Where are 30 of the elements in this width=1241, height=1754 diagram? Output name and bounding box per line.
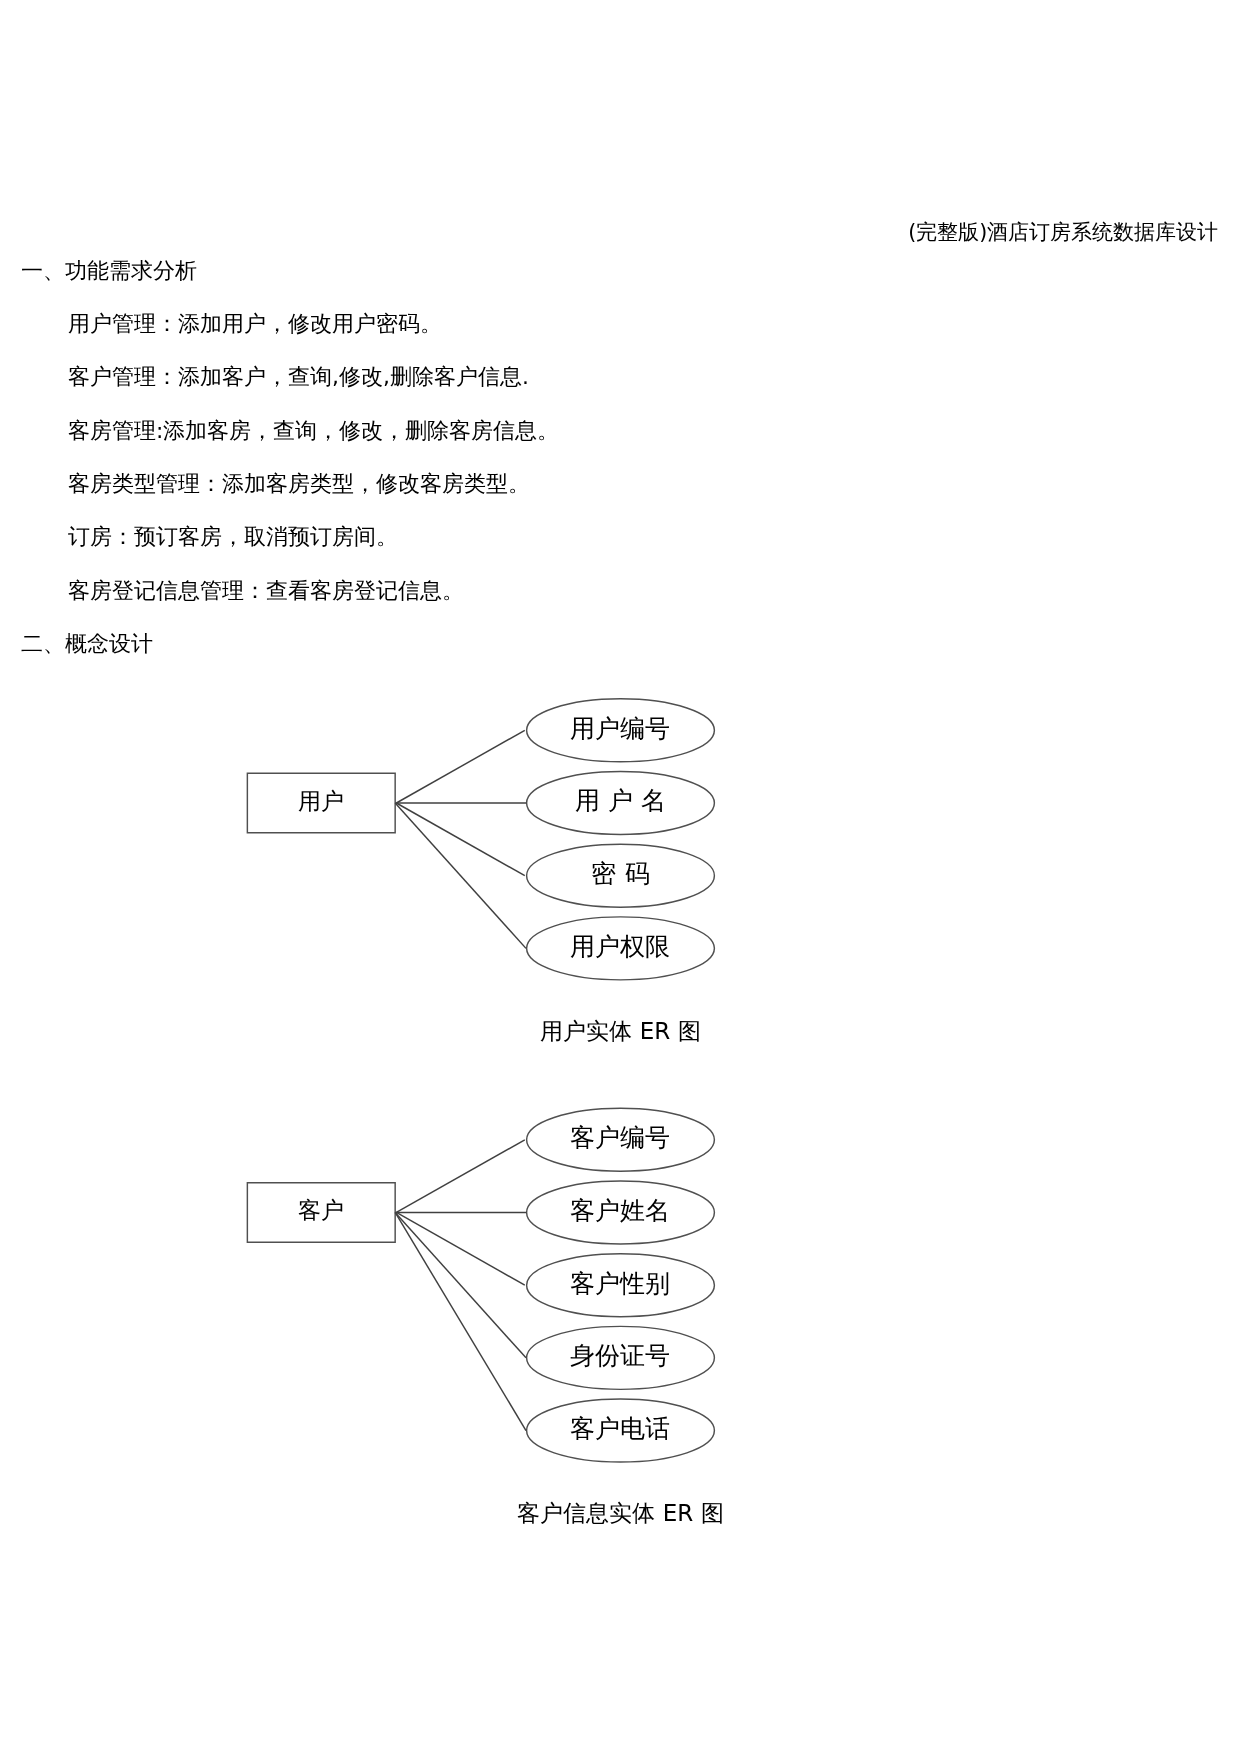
node-ellipse: 密 码: [525, 842, 716, 908]
connector: [395, 801, 526, 876]
label: 客房登记信息管理：查看客房登记信息。: [68, 577, 465, 603]
label: 用户管理：添加用户，修改用户密码。: [68, 310, 443, 336]
connector: [395, 729, 526, 804]
node-ellipse: 客户性别: [525, 1252, 716, 1317]
node-ellipse: 用户权限: [525, 915, 716, 981]
connector: [394, 1211, 527, 1431]
label: 客户管理：添加客户，查询,修改,删除客户信息.: [68, 363, 529, 389]
connector: [394, 801, 527, 949]
label: 客房管理:添加客房，查询，修改，删除客房信息。: [68, 417, 560, 443]
label: 二、概念设计: [20, 630, 153, 656]
connector: [395, 1211, 526, 1286]
connector: [395, 1138, 526, 1213]
connector: [394, 801, 528, 804]
label: 客户信息实体 ER 图: [517, 1499, 724, 1526]
node-ellipse: 客户电话: [525, 1397, 716, 1463]
node-ellipse: 用 户 名: [525, 770, 716, 835]
node-ellipse: 客户编号: [525, 1107, 716, 1172]
node-ellipse: 身份证号: [525, 1325, 716, 1390]
connector: [394, 1211, 527, 1359]
label: 订房：预订客房，取消预订房间。: [68, 523, 399, 549]
node-box: 用户: [246, 772, 396, 833]
node-ellipse: 用户编号: [525, 697, 716, 763]
node-box: 客户: [246, 1181, 396, 1243]
label: 客房类型管理：添加客房类型，修改客房类型。: [68, 470, 531, 496]
label: 一、功能需求分析: [20, 257, 197, 283]
node-ellipse: 客户姓名: [525, 1179, 716, 1245]
label: 用户实体 ER 图: [540, 1017, 701, 1044]
diagram-title: (完整版)酒店订房系统数据库设计: [908, 219, 1219, 244]
